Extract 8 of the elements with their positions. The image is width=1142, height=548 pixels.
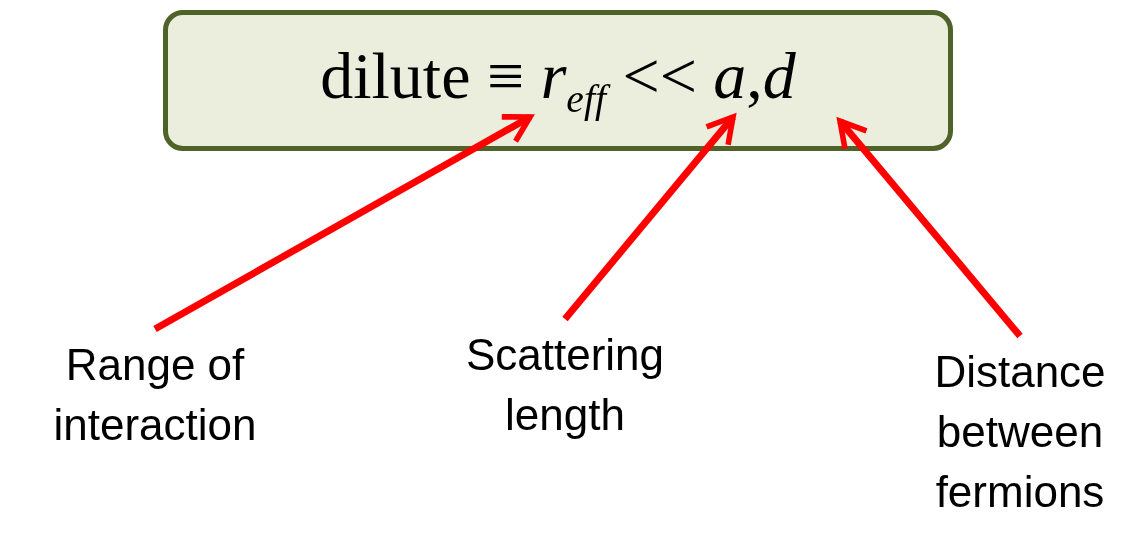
annotation-label: Distance between fermions [933,346,1107,518]
annotation-label: Scattering length [464,329,666,441]
leader-arrow [153,113,533,333]
annotation-label: Range of interaction [52,339,258,451]
formula-box [163,10,953,151]
leader-arrow [562,114,736,322]
formula-text: dilute ≡ r$_{eff}$ << a,d [320,38,796,123]
leader-arrow [837,118,1023,339]
